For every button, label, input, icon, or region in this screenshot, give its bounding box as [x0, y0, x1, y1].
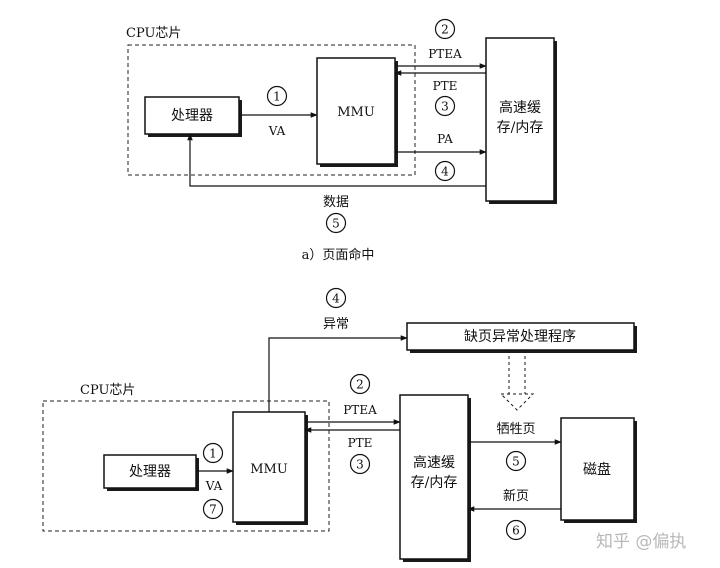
cache-label-a-line2: 存/内存 — [497, 120, 544, 136]
step-4-circle-b — [325, 287, 347, 309]
pa-label-a: PA — [437, 132, 453, 146]
step-1-number-a: 1 — [273, 90, 281, 104]
cpu-chip-boundary-a — [127, 44, 416, 176]
processor-box-a — [144, 96, 240, 135]
step-7-number-b: 7 — [209, 503, 217, 517]
mmu-label-b: MMU — [250, 462, 288, 477]
step-2-circle-a — [434, 18, 456, 40]
caption-a: a）页面命中 — [302, 247, 375, 263]
cache-label-b-line2: 存/内存 — [411, 475, 458, 491]
pte-label-b: PTE — [348, 436, 373, 450]
va-label-b: VA — [205, 479, 223, 493]
step-2-circle-b — [349, 373, 371, 395]
step-1-circle-a — [266, 85, 288, 107]
exception-arrow-b — [268, 335, 408, 412]
step-3-number-b: 3 — [356, 458, 364, 472]
processor-label-a: 处理器 — [171, 108, 213, 124]
step-2-number-a: 2 — [441, 23, 449, 37]
victim-page-label-b: 牺牲页 — [496, 422, 535, 437]
mmu-box-a — [316, 57, 396, 165]
watermark: 知乎 @偏执 — [596, 532, 686, 552]
ptea-label-b: PTEA — [343, 403, 377, 417]
disk-box-b — [560, 417, 635, 521]
cache-box-a — [485, 37, 555, 202]
step-4-number-b: 4 — [332, 292, 340, 306]
handler-dispatch-arrow-shaft — [508, 350, 526, 394]
step-2-number-b: 2 — [356, 378, 364, 392]
processor-label-b: 处理器 — [129, 464, 171, 480]
step-5-circle-b — [505, 450, 527, 472]
cache-label-b-line1: 高速缓 — [413, 454, 455, 471]
handler-label-b: 缺页异常处理程序 — [464, 329, 576, 345]
diagram-a: CPU芯片 处理器 MMU 高速缓 存/内存 1 VA 2 PTEA PTE 3… — [126, 18, 557, 263]
step-4-circle-a — [434, 160, 456, 182]
cache-label-a-line1: 高速缓 — [499, 99, 541, 116]
step-5-number-b: 5 — [512, 455, 520, 469]
cache-box-b — [399, 394, 469, 560]
pte-label-a: PTE — [433, 79, 458, 93]
step-5-number-a: 5 — [332, 217, 340, 231]
step-7-circle-b — [202, 498, 224, 520]
handler-box-b — [406, 322, 635, 351]
mmu-label-a: MMU — [337, 105, 375, 120]
new-page-label-b: 新页 — [503, 488, 529, 504]
mmu-box-b — [232, 411, 306, 523]
step-4-number-a: 4 — [441, 165, 449, 179]
va-label-a: VA — [268, 124, 286, 138]
data-label-a: 数据 — [323, 195, 349, 210]
step-1-circle-b — [202, 442, 224, 464]
disk-label-b: 磁盘 — [583, 461, 611, 478]
handler-dispatch-arrow-head — [499, 393, 535, 411]
exception-label-b: 异常 — [323, 317, 349, 332]
step-3-number-a: 3 — [441, 100, 449, 114]
step-6-number-b: 6 — [512, 524, 520, 538]
cpu-chip-label-a: CPU芯片 — [126, 26, 181, 41]
cpu-chip-label-b: CPU芯片 — [80, 383, 135, 398]
diagram-b: CPU芯片 处理器 MMU 高速缓 存/内存 磁盘 缺页异常处理程序 4 异常 — [42, 287, 637, 562]
step-1-number-b: 1 — [209, 447, 217, 461]
cpu-chip-boundary-b — [42, 400, 330, 532]
ptea-label-a: PTEA — [428, 47, 462, 61]
step-3-circle-a — [434, 95, 456, 117]
step-6-circle-b — [505, 519, 527, 541]
data-return-arrow-a — [187, 133, 486, 187]
step-5-circle-a — [325, 212, 347, 234]
step-3-circle-b — [349, 453, 371, 475]
